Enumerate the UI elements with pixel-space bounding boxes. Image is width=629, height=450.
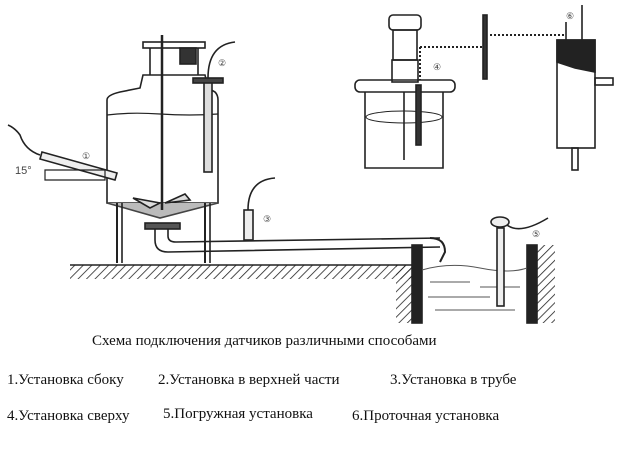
angle-label: 15°	[15, 165, 32, 177]
water	[421, 264, 528, 311]
caption-item-6: 6.Проточная установка	[352, 408, 500, 424]
marker-3: ③	[263, 214, 271, 224]
diagram-title: Схема подключения датчиков различными сп…	[92, 333, 437, 349]
sensor-1-side	[39, 151, 118, 181]
pool-left-earth	[396, 265, 412, 323]
spare-probe	[482, 14, 488, 80]
marker-2: ②	[218, 58, 226, 68]
outlet-pipe	[154, 229, 441, 253]
marker-5: ⑤	[532, 229, 540, 239]
mixing-tank	[106, 35, 219, 263]
sensor-5-submerged	[496, 227, 505, 307]
marker-1: ①	[82, 151, 90, 161]
lab-vessel	[354, 14, 484, 169]
caption-item-4: 4.Установка сверху	[7, 408, 130, 424]
caption-item-3: 3.Установка в трубе	[390, 372, 517, 388]
marker-6: ⑥	[566, 11, 574, 21]
caption-item-2: 2.Установка в верхней части	[158, 372, 340, 388]
diagram-drawing: ① ② ③ ④ ⑤ ⑥ 15°	[7, 5, 614, 324]
pool-wall-right	[526, 244, 538, 324]
sensor-3-pipe	[243, 209, 254, 241]
markers: ① ② ③ ④ ⑤ ⑥ 15°	[15, 11, 574, 239]
caption-item-1: 1.Установка сбоку	[7, 372, 124, 388]
pool-right-earth	[537, 245, 555, 323]
caption-item-5: 5.Погружная установка	[163, 406, 313, 422]
pool-wall-left	[411, 244, 423, 324]
marker-4: ④	[433, 62, 441, 72]
flow-cell	[556, 5, 614, 171]
sensor-2-top	[203, 79, 213, 173]
ground-hatch	[70, 265, 412, 279]
